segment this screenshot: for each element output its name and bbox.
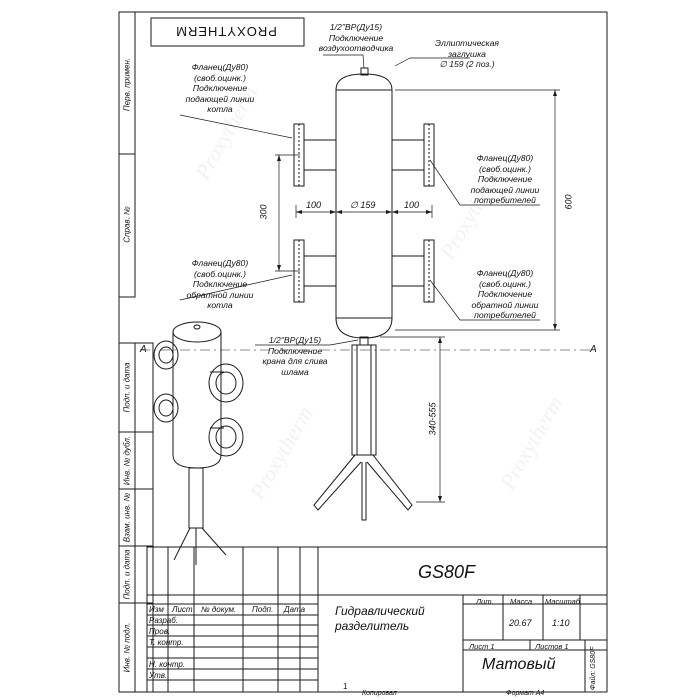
page-number: 1 [343, 682, 348, 691]
brand-label: PROXYTHERM [175, 24, 277, 40]
dim-diameter: ∅ 159 [350, 200, 376, 210]
dim-right-offset: 100 [404, 200, 420, 210]
right-lower-pipe [391, 255, 425, 287]
separator-body [335, 90, 393, 339]
lower-stamp-column [118, 342, 154, 693]
air-vent-fitting [360, 67, 369, 76]
row-checked: Пров. [149, 627, 171, 636]
support-legs-splay [313, 454, 413, 521]
dim-leg-height: 340-555 [427, 402, 438, 436]
scale-header: Масштаб [545, 597, 581, 606]
col-doc: № докум. [201, 605, 237, 614]
stamp-sign-date-1: Подп. и дата [122, 362, 132, 413]
mass-header: Масса [510, 597, 533, 606]
format-label: Формат А4 [506, 690, 545, 697]
title-line-1: Гидравлический [335, 604, 425, 618]
mass-value: 20.67 [509, 618, 532, 628]
copied-label: Копировал [362, 690, 397, 697]
stamp-reference: Справ. № [122, 206, 132, 243]
col-date: Дата [284, 605, 306, 614]
product-code: GS80F [418, 562, 476, 582]
col-rev: Изм [149, 605, 164, 614]
dim-height: 600 [563, 194, 574, 210]
lit-header: Лит. [476, 597, 494, 606]
left-upper-pipe [303, 139, 337, 171]
sheets-label: Листов 1 [535, 642, 569, 651]
sheet-label: Лист 1 [469, 642, 495, 651]
row-norm-control: Н. контр. [149, 660, 186, 669]
dim-left-offset: 100 [306, 200, 322, 210]
right-upper-pipe [391, 139, 425, 171]
brand-box [150, 17, 305, 47]
row-approved: Утв. [149, 671, 168, 680]
col-sign: Подп. [252, 605, 274, 614]
left-lower-pipe [303, 255, 337, 287]
section-mark-left: А [140, 344, 147, 355]
section-mark-right: А [590, 344, 597, 355]
row-tech-control: Т. контр. [149, 638, 184, 647]
title-line-2: разделитель [335, 619, 410, 633]
row-developed: Разраб. [149, 616, 178, 625]
stamp-original-inv: Инв. № подл. [122, 622, 132, 673]
support-leg [351, 344, 377, 456]
finish-label: Матовый [482, 656, 556, 673]
col-sheet: Лист [172, 605, 193, 614]
isometric-view [153, 321, 244, 565]
stamp-sign-date-2: Подп. и дата [122, 549, 132, 600]
file-label: Файл: GS80F [590, 646, 597, 690]
top-elliptical-cap [335, 73, 393, 91]
dim-spacing: 300 [258, 204, 269, 220]
scale-value: 1:10 [552, 618, 570, 628]
stamp-first-use: Перв. примен. [122, 57, 132, 112]
